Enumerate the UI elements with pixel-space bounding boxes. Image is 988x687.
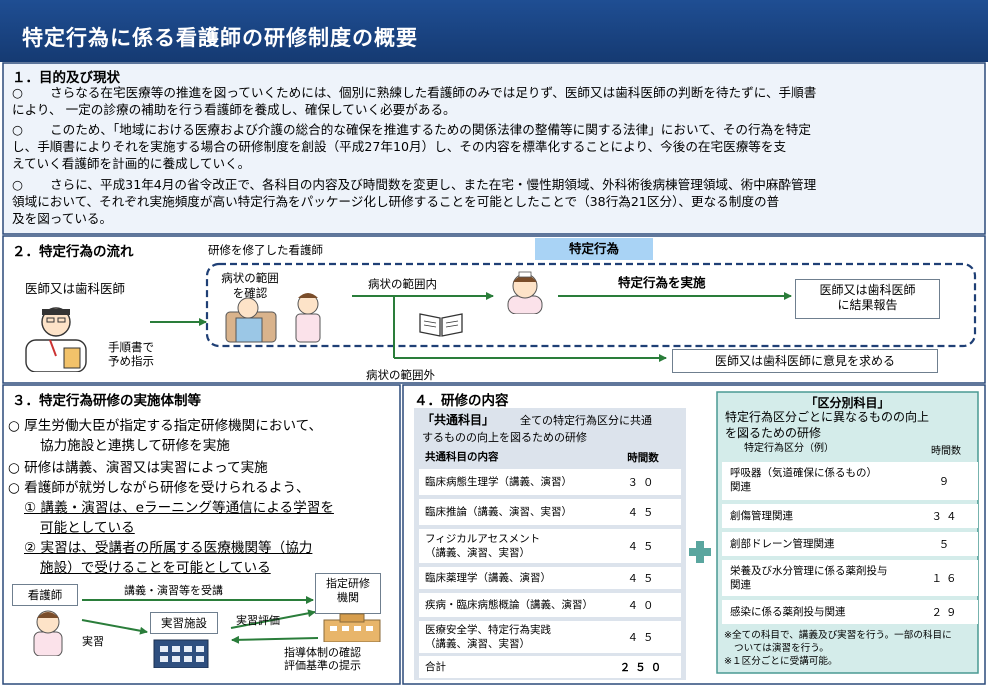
section3-line-5: ① 講義・演習は、eラーニング等通信による学習を: [24, 500, 334, 516]
patient-nurse-icon: [225, 293, 321, 343]
patient-consult-figure: [222, 290, 342, 344]
trained-nurse-label: 研修を修了した看護師: [208, 243, 323, 257]
table-row: 臨床推論（講義、演習、実習） ４５: [419, 499, 681, 525]
in-range-text: 病状の範囲内: [368, 277, 437, 291]
institution-box: 指定研修 機関: [315, 573, 381, 614]
doctor-label: 医師又は歯科医師: [25, 281, 126, 296]
common-desc-2: するものの向上を図るための研修: [422, 431, 587, 444]
nurse-figure: [498, 270, 552, 314]
common-desc-1: 全ての特定行為区分に共通: [520, 414, 652, 427]
section3-title: ３．特定行為研修の実施体制等: [12, 393, 201, 409]
table-row: フィジカルアセスメント （講義、演習、実習） ４５: [419, 529, 681, 563]
section1-paragraph-1: ○ さらなる在宅医療等の推進を図っていくためには、個別に熟練した看護師のみでは足…: [12, 85, 817, 117]
table-row: 呼吸器（気道確保に係るもの） 関連 ９: [722, 462, 978, 500]
category-subjects-header: 「区分別科目」 特定行為区分ごとに異なるものの向上 を図るための研修: [719, 394, 976, 444]
check-range-text: 病状の範囲 を確認: [221, 271, 279, 300]
diagram-nurse-box: 看護師: [12, 584, 78, 606]
section1-title: １．目的及び現状: [12, 70, 120, 86]
diagram-nurse-figure: [22, 604, 74, 656]
doctor-icon: [25, 307, 87, 372]
tokutei-badge: 特定行為: [535, 238, 653, 260]
opinion-box: 医師又は歯科医師に意見を求める: [672, 349, 938, 373]
section3-line-4: ○ 看護師が就労しながら研修を受けられるよう、: [8, 480, 310, 496]
procedure-book: [416, 308, 466, 338]
category-subjects-table: 特定行為区分（例） 時間数 呼吸器（気道確保に係るもの） 関連 ９ 創傷管理関連…: [722, 440, 978, 626]
section3-line-7: ② 実習は、受講者の所属する医療機関等（協力: [24, 540, 313, 556]
nurse-icon: [507, 271, 543, 314]
table-row: 創傷管理関連 ３４: [722, 504, 978, 528]
facility-box: 実習施設: [150, 612, 218, 634]
doctor-figure: [20, 300, 92, 372]
plus-icon: [689, 541, 711, 563]
evaluation-text: 実習評価: [236, 614, 280, 627]
common-table-header: 共通科目の内容 時間数: [425, 451, 659, 464]
header-banner: [0, 0, 988, 62]
category-heading: 「区分別科目」: [805, 396, 890, 410]
report-box: 医師又は歯科医師 に結果報告: [795, 279, 940, 319]
out-range-text: 病状の範囲外: [366, 368, 435, 382]
table-row: 臨床薬理学（講義、演習） ４５: [419, 567, 681, 589]
common-subjects-header: 「共通科目」 全ての特定行為区分に共通 するものの向上を図るための研修: [416, 408, 684, 448]
table-row: 臨床病態生理学（講義、演習） ３０: [419, 469, 681, 495]
category-desc-1: 特定行為区分ごとに異なるものの向上: [725, 410, 930, 424]
plus-sign: [688, 540, 712, 564]
common-subjects-table: 共通科目の内容 時間数 臨床病態生理学（講義、演習） ３０ 臨床推論（講義、演習…: [419, 446, 681, 678]
facility-building: [150, 634, 212, 668]
nurse-icon-small: [33, 610, 63, 656]
table-row: 疾病・臨床病態概論（講義、演習） ４０: [419, 593, 681, 617]
practice-text: 実習: [82, 635, 104, 648]
category-notes: ※全ての科目で、講義及び実習を行う。一部の科目に ついては演習を行う。 ※１区分…: [724, 630, 952, 667]
category-table-header: 特定行為区分（例） 時間数: [744, 443, 961, 457]
common-heading: 「共通科目」: [422, 413, 495, 427]
section3-line-3: ○ 研修は講義、演習又は実習によって実施: [8, 460, 268, 476]
table-row: 医療安全学、特定行為実践 （講義、演習、実習） ４５: [419, 621, 681, 653]
institution-building: [318, 612, 388, 642]
page-title: 特定行為に係る看護師の研修制度の概要: [22, 26, 418, 50]
guidance-text: 指導体制の確認 評価基準の提示: [284, 646, 361, 672]
section3-line-6: 可能としている: [40, 520, 135, 536]
book-icon: [419, 313, 463, 337]
section1-paragraph-3: ○ さらに、平成31年4月の省令改正で、各科目の内容及び時間数を変更し、また在宅…: [12, 177, 817, 226]
building-icon: [153, 639, 209, 668]
section1-paragraph-2: ○ このため、「地域における医療および介護の総合的な確保を推進するための関係法律…: [12, 122, 811, 171]
table-row: 創部ドレーン管理関連 ５: [722, 532, 978, 556]
category-desc-2: を図るための研修: [725, 426, 822, 440]
section4-title: ４．研修の内容: [414, 393, 509, 409]
section2-title: ２．特定行為の流れ: [12, 244, 134, 260]
instruction-text: 手順書で 予め指示: [108, 340, 154, 368]
section3-line-2: 協力施設と連携して研修を実施: [40, 438, 230, 454]
section3-line-1: ○ 厚生労働大臣が指定する指定研修機関において、: [8, 418, 323, 434]
table-row: 感染に係る薬剤投与関連 ２９: [722, 600, 978, 624]
section3-line-8: 施設）で受けることを可能としている: [40, 560, 271, 576]
hospital-icon: [323, 613, 381, 642]
table-total-row: 合計 ２５０: [419, 656, 681, 678]
table-row: 栄養及び水分管理に係る薬剤投与 関連 １６: [722, 560, 978, 596]
lecture-text: 講義・演習等を受講: [124, 584, 223, 597]
perform-text: 特定行為を実施: [618, 275, 706, 290]
